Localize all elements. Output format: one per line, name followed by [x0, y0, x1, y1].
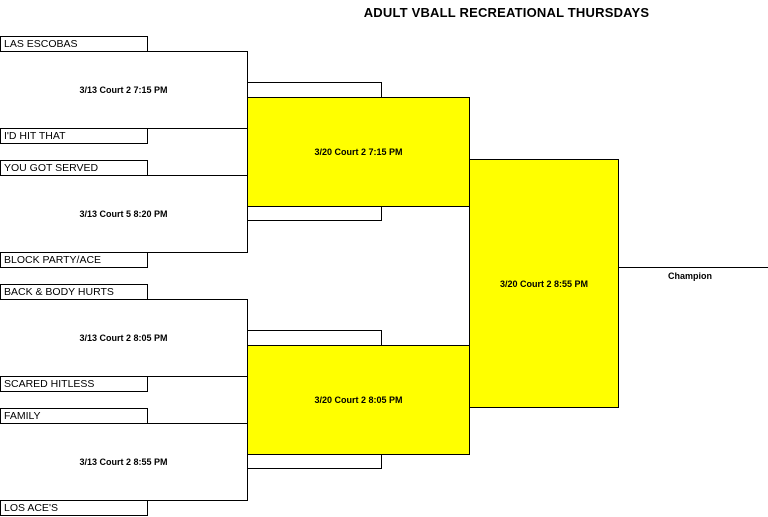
round1-match-label: 3/13 Court 2 7:15 PM — [79, 85, 168, 95]
team-slot: SCARED HITLESS — [0, 376, 148, 392]
winner-slot — [247, 330, 382, 346]
winner-slot — [247, 205, 382, 221]
team-slot: LAS ESCOBAS — [0, 36, 148, 52]
round1-match-4: 3/13 Court 2 8:55 PM — [0, 423, 248, 501]
team-slot: YOU GOT SERVED — [0, 160, 148, 176]
final-match: 3/20 Court 2 8:55 PM — [469, 159, 619, 408]
winner-slot — [247, 82, 382, 98]
round1-match-1: 3/13 Court 2 7:15 PM — [0, 51, 248, 129]
round2-match-2: 3/20 Court 2 8:05 PM — [247, 345, 470, 455]
winner-slot — [247, 453, 382, 469]
team-slot: BACK & BODY HURTS — [0, 284, 148, 300]
champion-label: Champion — [668, 271, 712, 281]
round1-match-label: 3/13 Court 2 8:55 PM — [79, 457, 168, 467]
team-slot: BLOCK PARTY/ACE — [0, 252, 148, 268]
round1-match-label: 3/13 Court 5 8:20 PM — [79, 209, 168, 219]
round1-match-2: 3/13 Court 5 8:20 PM — [0, 175, 248, 253]
team-slot: I'D HIT THAT — [0, 128, 148, 144]
bracket-title: ADULT VBALL RECREATIONAL THURSDAYS — [363, 5, 650, 20]
round1-match-label: 3/13 Court 2 8:05 PM — [79, 333, 168, 343]
round2-match-1: 3/20 Court 2 7:15 PM — [247, 97, 470, 207]
champion-line — [618, 267, 768, 268]
team-slot: LOS ACE'S — [0, 500, 148, 516]
team-slot: FAMILY — [0, 408, 148, 424]
round1-match-3: 3/13 Court 2 8:05 PM — [0, 299, 248, 377]
